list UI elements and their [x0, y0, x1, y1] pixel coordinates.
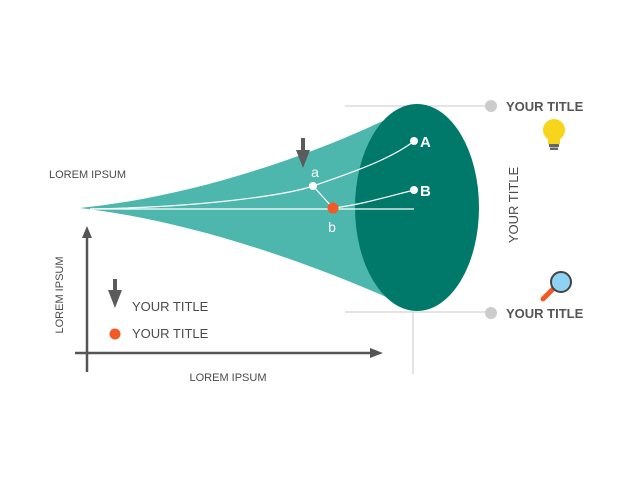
callout-bottom-dot — [485, 307, 497, 319]
cone-funnel — [80, 104, 417, 311]
y-axis-label: LOREM IPSUM — [54, 256, 66, 333]
down-arrow-marker — [296, 138, 310, 168]
x-axis-label: LOREM IPSUM — [189, 372, 266, 384]
lightbulb-icon — [543, 119, 565, 150]
legend-arrow-icon — [108, 279, 122, 308]
point-a-label: a — [311, 164, 319, 180]
chart-axes — [75, 226, 383, 372]
callout-bottom-title: YOUR TITLE — [506, 306, 584, 321]
legend-item-label: YOUR TITLE — [132, 299, 209, 314]
point-b-label: b — [328, 219, 336, 235]
callout-top-title: YOUR TITLE — [506, 99, 584, 114]
magnifier-icon — [540, 271, 572, 302]
point-a-dot — [309, 182, 317, 190]
point-B-dot — [410, 186, 418, 194]
left-label: LOREM IPSUM — [49, 169, 126, 181]
cone-end-ellipse — [355, 104, 479, 311]
legend-orange-dot-icon — [109, 328, 121, 340]
path-to-B — [332, 189, 415, 209]
legend-item-label: YOUR TITLE — [132, 326, 209, 341]
path-to-A — [89, 140, 415, 210]
callout-top-dot — [485, 100, 497, 112]
legend: YOUR TITLE YOUR TITLE — [108, 279, 209, 341]
point-A-label: A — [420, 134, 431, 151]
point-A-dot — [410, 137, 418, 145]
point-B-label: B — [420, 183, 431, 200]
point-b-dot — [327, 202, 339, 214]
vertical-title: YOUR TITLE — [506, 167, 521, 244]
